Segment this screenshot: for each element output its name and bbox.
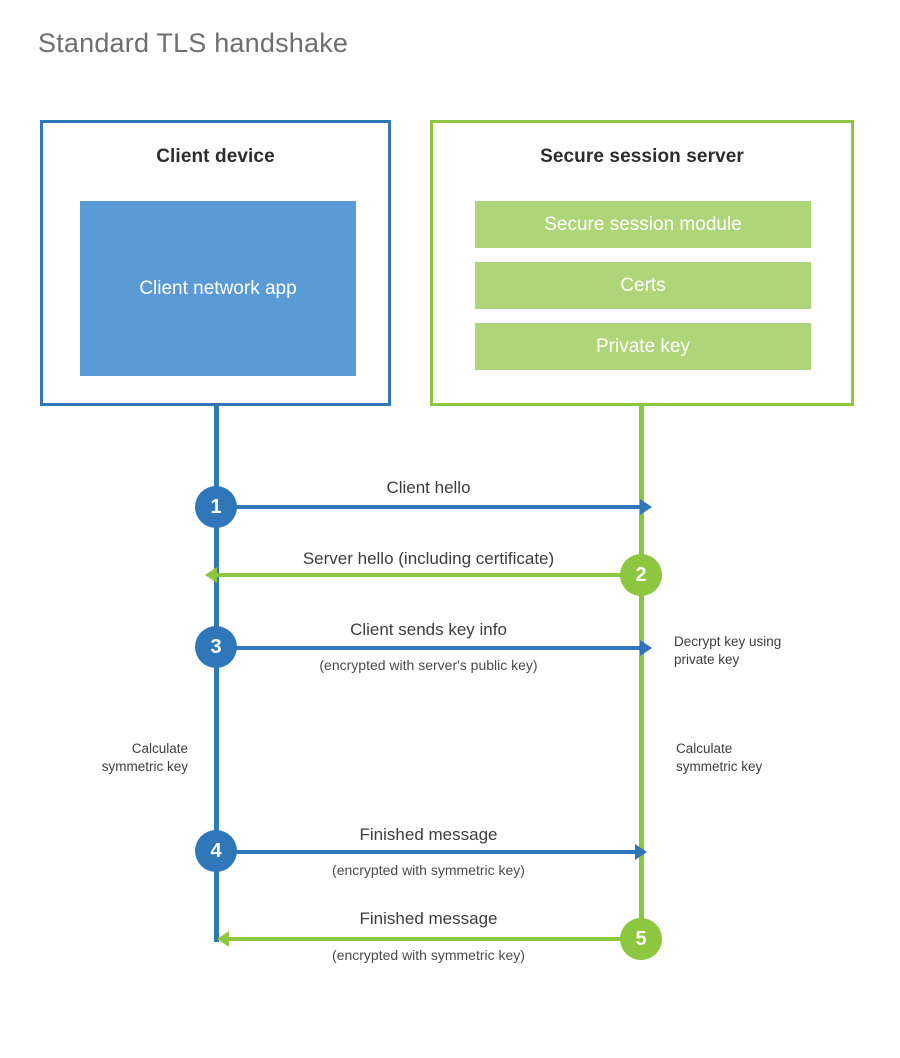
- server-component-secure-session-module: Secure session module: [475, 201, 811, 248]
- arrow-step-2: [205, 567, 641, 583]
- arrow-label-step-4: Finished message: [359, 825, 498, 844]
- annotation-client-calc-line-2: symmetric key: [101, 759, 188, 775]
- client-network-app-block: Client network app: [80, 201, 356, 376]
- arrow-label-step-5: Finished message: [359, 909, 498, 928]
- arrow-sublabel-step-4: (encrypted with symmetric key): [332, 862, 525, 878]
- arrow-head-left-icon: [217, 931, 229, 947]
- server-component-list: Secure session module Certs Private key: [475, 201, 811, 370]
- server-lifeline: [639, 406, 644, 939]
- secure-session-server-box: Secure session server Secure session mod…: [430, 120, 854, 406]
- arrow-step-4: [216, 844, 647, 860]
- arrow-label-step-2: Server hello (including certificate): [302, 549, 555, 568]
- arrow-head-right-icon: [640, 499, 652, 515]
- step-circle-2: 2: [620, 554, 662, 596]
- arrow-sublabel-step-3: (encrypted with server's public key): [319, 657, 538, 673]
- step-circle-4: 4: [195, 830, 237, 872]
- arrow-step-5: [217, 931, 641, 947]
- client-lifeline: [214, 406, 219, 942]
- annotation-client-calculate-symmetric-key: Calculate symmetric key: [24, 740, 188, 776]
- client-device-title: Client device: [156, 146, 275, 167]
- annotation-client-calc-line-1: Calculate: [131, 741, 188, 756]
- page-title: Standard TLS handshake: [38, 28, 349, 58]
- arrow-label-step-3: Client sends key info: [350, 620, 507, 639]
- annotation-server-calc-line-1: Calculate: [676, 741, 733, 756]
- server-component-certs: Certs: [475, 262, 811, 309]
- annotation-server-decrypt-line-2: private key: [674, 652, 740, 668]
- step-circle-5: 5: [620, 918, 662, 960]
- client-device-box: Client device Client network app: [40, 120, 391, 406]
- annotation-server-decrypt-line-1: Decrypt key using: [674, 634, 782, 649]
- arrow-label-step-1: Client hello: [386, 478, 471, 497]
- annotation-server-decrypt: Decrypt key using private key: [674, 633, 854, 669]
- annotation-server-calc-line-2: symmetric key: [676, 759, 763, 775]
- annotation-server-calculate-symmetric-key: Calculate symmetric key: [676, 740, 856, 776]
- arrow-head-right-icon: [640, 640, 652, 656]
- arrow-head-right-icon: [635, 844, 647, 860]
- server-component-private-key: Private key: [475, 323, 811, 370]
- arrow-sublabel-step-5: (encrypted with symmetric key): [332, 947, 525, 963]
- arrow-head-left-icon: [205, 567, 217, 583]
- secure-session-server-title: Secure session server: [540, 146, 744, 167]
- arrow-step-3: [216, 640, 652, 656]
- step-circle-3: 3: [195, 626, 237, 668]
- arrow-step-1: [216, 499, 652, 515]
- step-circle-1: 1: [195, 486, 237, 528]
